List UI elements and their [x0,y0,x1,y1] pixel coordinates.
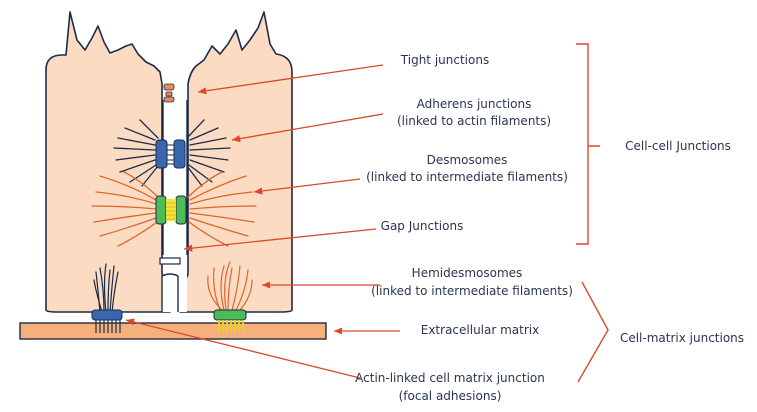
desmosome [155,195,187,225]
label-adherens-1: Adherens junctions [417,97,532,111]
arrow-desmosome [253,178,361,195]
label-hemidesmosomes-2: (linked to intermediate filaments) [371,284,573,298]
cell-matrix-bracket [577,281,609,383]
label-cell-matrix-junctions: Cell-matrix junctions [620,331,744,345]
focal-adhesion-actin-bundle [93,263,119,313]
tight-junction [163,83,175,103]
lateral-gap-gap-segment [159,257,181,265]
label-cell-cell-junctions: Cell-cell Junctions [625,139,731,153]
label-actin-linked-1: Actin-linked cell matrix junction [355,371,545,385]
label-gap-junctions: Gap Junctions [381,219,464,233]
hemidesmosome-filaments [207,261,253,311]
arrow-gap [183,228,377,252]
left-cell [45,11,171,313]
cell-cell-bracket [576,43,600,245]
arrow-adherens [231,113,384,143]
hemidesmosome [213,309,247,332]
actin-filaments [113,119,231,187]
right-cell [179,11,293,313]
label-actin-linked-2: (focal adhesions) [399,389,502,403]
label-desmosomes-2: (linked to intermediate filaments) [366,170,568,184]
adherens-junction [155,139,186,169]
focal-adhesion [91,309,123,333]
label-extracellular-matrix: Extracellular matrix [421,323,539,337]
label-desmosomes-1: Desmosomes [427,153,508,167]
arrow-focal-adhesion [125,318,361,379]
label-hemidesmosomes-1: Hemidesmosomes [412,266,523,280]
pointer-arrows [125,64,400,379]
arrow-tight [197,64,384,95]
label-adherens-2: (linked to actin filaments) [397,114,551,128]
label-tight-junctions: Tight junctions [400,53,489,67]
